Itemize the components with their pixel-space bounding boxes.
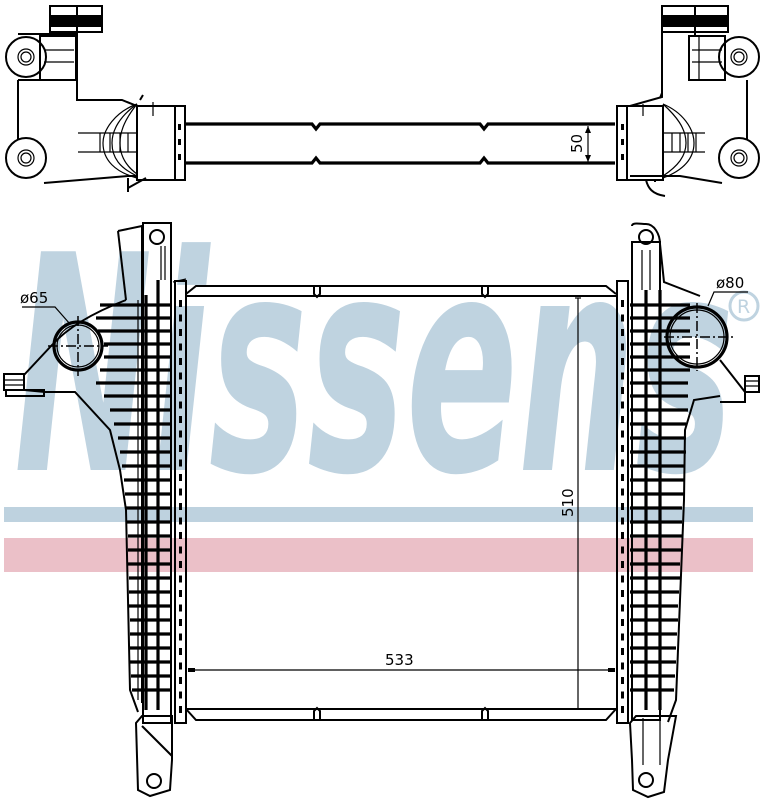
header-strip-slots	[179, 300, 624, 713]
right-header-strip	[616, 280, 629, 724]
watermark-stripe-pink	[4, 538, 753, 572]
left-header-strip	[172, 278, 187, 724]
inlet-diameter-callout: ø65	[20, 289, 71, 325]
inlet-diameter-label: ø65	[20, 289, 48, 307]
dimension-core-depth-label: 50	[568, 134, 586, 153]
top-right-tank	[626, 5, 760, 197]
front-view: 510 533 ø65 ø80	[3, 222, 760, 799]
dimension-core-height-label: 510	[559, 488, 577, 517]
outlet-diameter-label: ø80	[716, 274, 744, 292]
right-tank	[628, 222, 760, 799]
watermark-stripe-blue	[4, 507, 753, 522]
left-tank-ribs	[96, 280, 171, 710]
left-tank	[3, 222, 173, 798]
registered-mark-letter: R	[737, 296, 750, 318]
dimension-core-width-label: 533	[385, 651, 414, 669]
top-view: 50	[5, 5, 760, 197]
dimension-core-width: 533	[188, 651, 615, 672]
watermark-brand-text: Nissens	[14, 192, 734, 541]
dimension-core-depth: 50	[568, 126, 591, 162]
outlet-diameter-callout: ø80	[707, 274, 748, 307]
right-tank-ribs	[630, 290, 690, 710]
dimension-core-height: 510	[559, 297, 581, 708]
top-left-tank	[5, 5, 176, 192]
